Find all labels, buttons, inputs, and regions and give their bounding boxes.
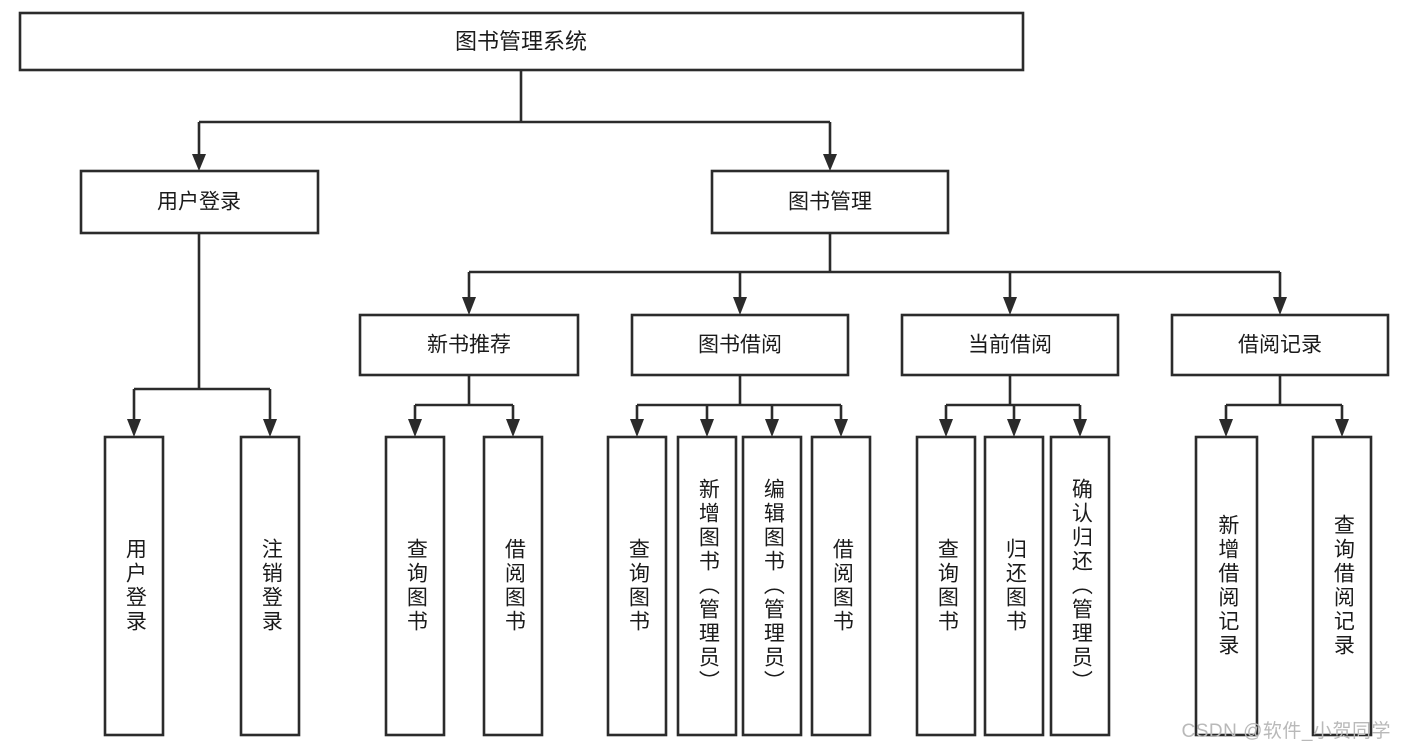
node-book-management[interactable]: 图书管理 <box>710 169 950 235</box>
arrow-head-icon <box>1007 419 1021 437</box>
leaf-box-user-login[interactable] <box>103 435 165 737</box>
leaf-box-edit-book-admin[interactable] <box>741 435 803 737</box>
watermark-text: CSDN @软件_小贺同学 <box>1181 721 1391 742</box>
leaf-box-query-book-recommend[interactable] <box>384 435 446 737</box>
node-root-label: 图书管理系统 <box>455 29 587 54</box>
leaf-box-borrow-book-recommend[interactable] <box>482 435 544 737</box>
arrow-head-icon <box>1273 297 1287 315</box>
node-current-borrow[interactable]: 当前借阅 <box>900 313 1120 377</box>
leaf-box-query-borrow-record[interactable] <box>1311 435 1373 737</box>
leaf-box-add-borrow-record[interactable] <box>1194 435 1259 737</box>
edge-root-to-level2 <box>192 70 837 171</box>
arrow-head-icon <box>700 419 714 437</box>
node-book-borrow[interactable]: 图书借阅 <box>630 313 850 377</box>
edge-book-management-to-level3 <box>462 233 1287 315</box>
node-user-login-box <box>79 169 320 235</box>
node-new-book-recommend[interactable]: 新书推荐 <box>358 313 580 377</box>
node-current-borrow-label: 当前借阅 <box>968 334 1052 357</box>
leaf-box-logout[interactable] <box>239 435 301 737</box>
node-new-book-recommend-label: 新书推荐 <box>427 334 511 357</box>
node-user-login-label: 用户登录 <box>157 191 241 214</box>
arrow-head-icon <box>192 154 206 171</box>
arrow-head-icon <box>733 297 747 315</box>
node-current-borrow-box <box>900 313 1120 377</box>
arrow-head-icon <box>506 419 520 437</box>
edge-current-borrow-to-leaves <box>939 375 1087 437</box>
arrow-head-icon <box>630 419 644 437</box>
node-book-management-label: 图书管理 <box>788 191 872 214</box>
arrow-head-icon <box>823 154 837 171</box>
arrow-head-icon <box>1219 419 1233 437</box>
node-user-login[interactable]: 用户登录 <box>79 169 320 235</box>
node-root-box <box>18 11 1025 72</box>
edge-book-borrow-to-leaves <box>630 375 848 437</box>
arrow-head-icon <box>1073 419 1087 437</box>
node-new-book-recommend-box <box>358 313 580 377</box>
leaf-box-query-book-borrow[interactable] <box>606 435 668 737</box>
arrow-head-icon <box>939 419 953 437</box>
arrow-head-icon <box>1003 297 1017 315</box>
node-borrow-record[interactable]: 借阅记录 <box>1170 313 1390 377</box>
arrow-head-icon <box>1335 419 1349 437</box>
node-root[interactable]: 图书管理系统 <box>18 11 1025 72</box>
edge-user-login-to-leaves <box>127 233 277 437</box>
arrow-head-icon <box>127 419 141 437</box>
leaf-box-query-book-current[interactable] <box>915 435 977 737</box>
node-borrow-record-label: 借阅记录 <box>1238 334 1322 357</box>
arrow-head-icon <box>263 419 277 437</box>
arrow-head-icon <box>462 297 476 315</box>
edge-new-book-recommend-to-leaves <box>408 375 520 437</box>
leaf-box-confirm-return-admin[interactable] <box>1049 435 1111 737</box>
arrow-head-icon <box>765 419 779 437</box>
arrow-head-icon <box>408 419 422 437</box>
leaf-box-return-book[interactable] <box>983 435 1045 737</box>
arrow-head-icon <box>834 419 848 437</box>
leaf-box-borrow-book[interactable] <box>810 435 872 737</box>
edge-borrow-record-to-leaves <box>1219 375 1349 437</box>
leaf-box-add-book-admin[interactable] <box>676 435 738 737</box>
node-book-borrow-label: 图书借阅 <box>698 334 782 357</box>
